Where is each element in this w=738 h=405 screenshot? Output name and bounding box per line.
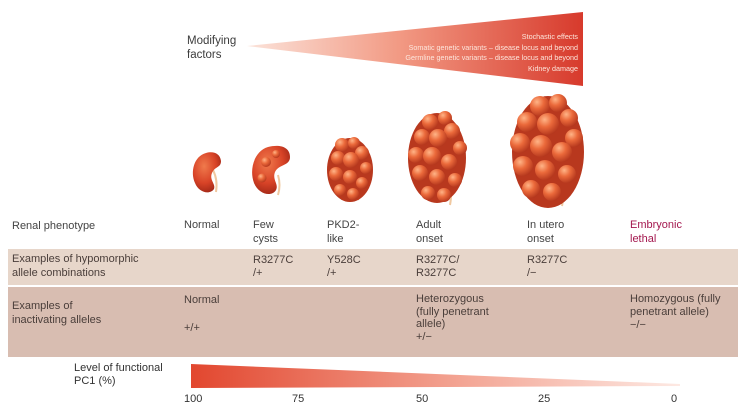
kidney-in-utero-onset (510, 94, 584, 208)
pc1-level-bar (191, 364, 680, 388)
ureter-few-cysts (278, 175, 280, 195)
kidney-pkd2-like (327, 137, 373, 202)
kidney-few-cysts (252, 146, 290, 194)
factor-kidney-damage: Kidney damage (318, 64, 578, 75)
factor-somatic: Somatic genetic variants – disease locus… (318, 43, 578, 54)
factor-stochastic: Stochastic effects (318, 32, 578, 43)
factor-germline: Germline genetic variants – disease locu… (318, 53, 578, 64)
kidney-adult-onset (408, 111, 467, 203)
modifying-factors-list: Stochastic effects Somatic genetic varia… (318, 32, 578, 74)
